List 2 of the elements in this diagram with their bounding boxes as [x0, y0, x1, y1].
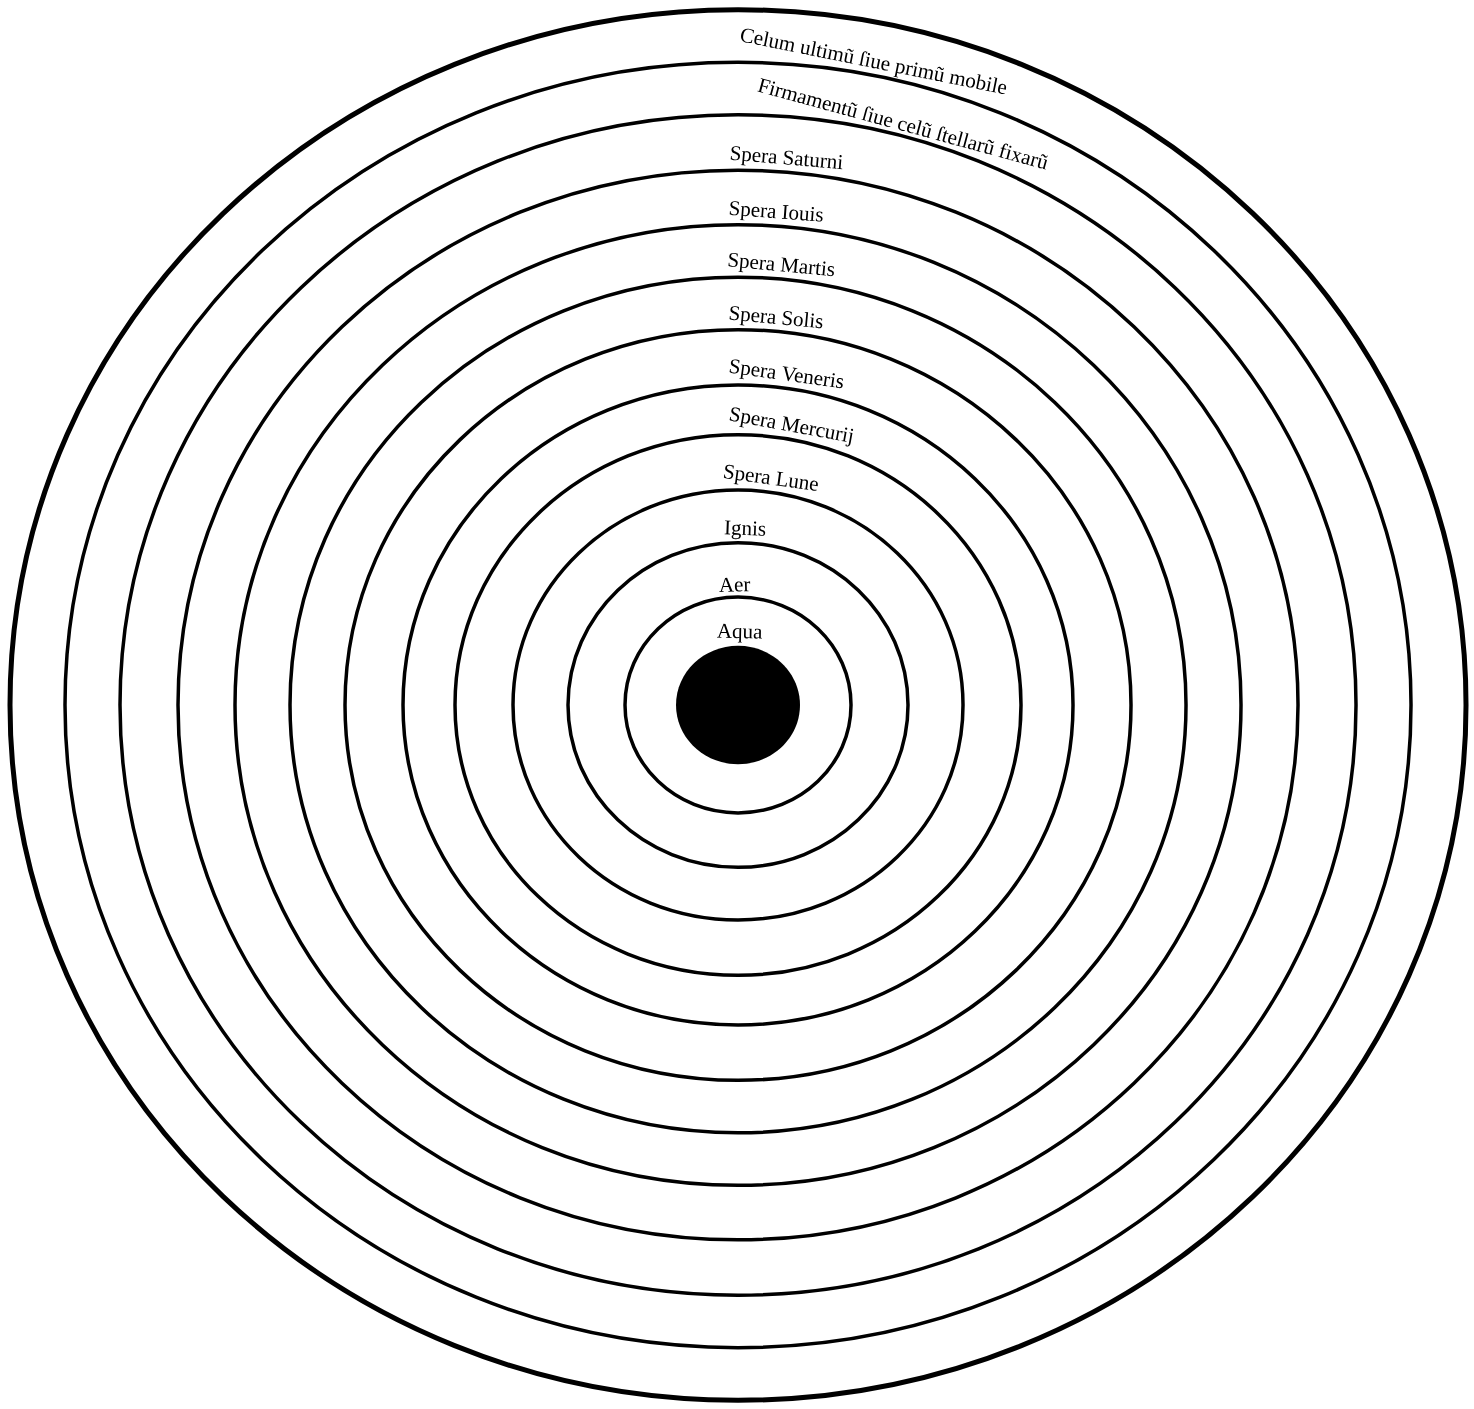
earth-disc	[676, 645, 800, 765]
sphere-ring: Aqua	[623, 595, 853, 815]
